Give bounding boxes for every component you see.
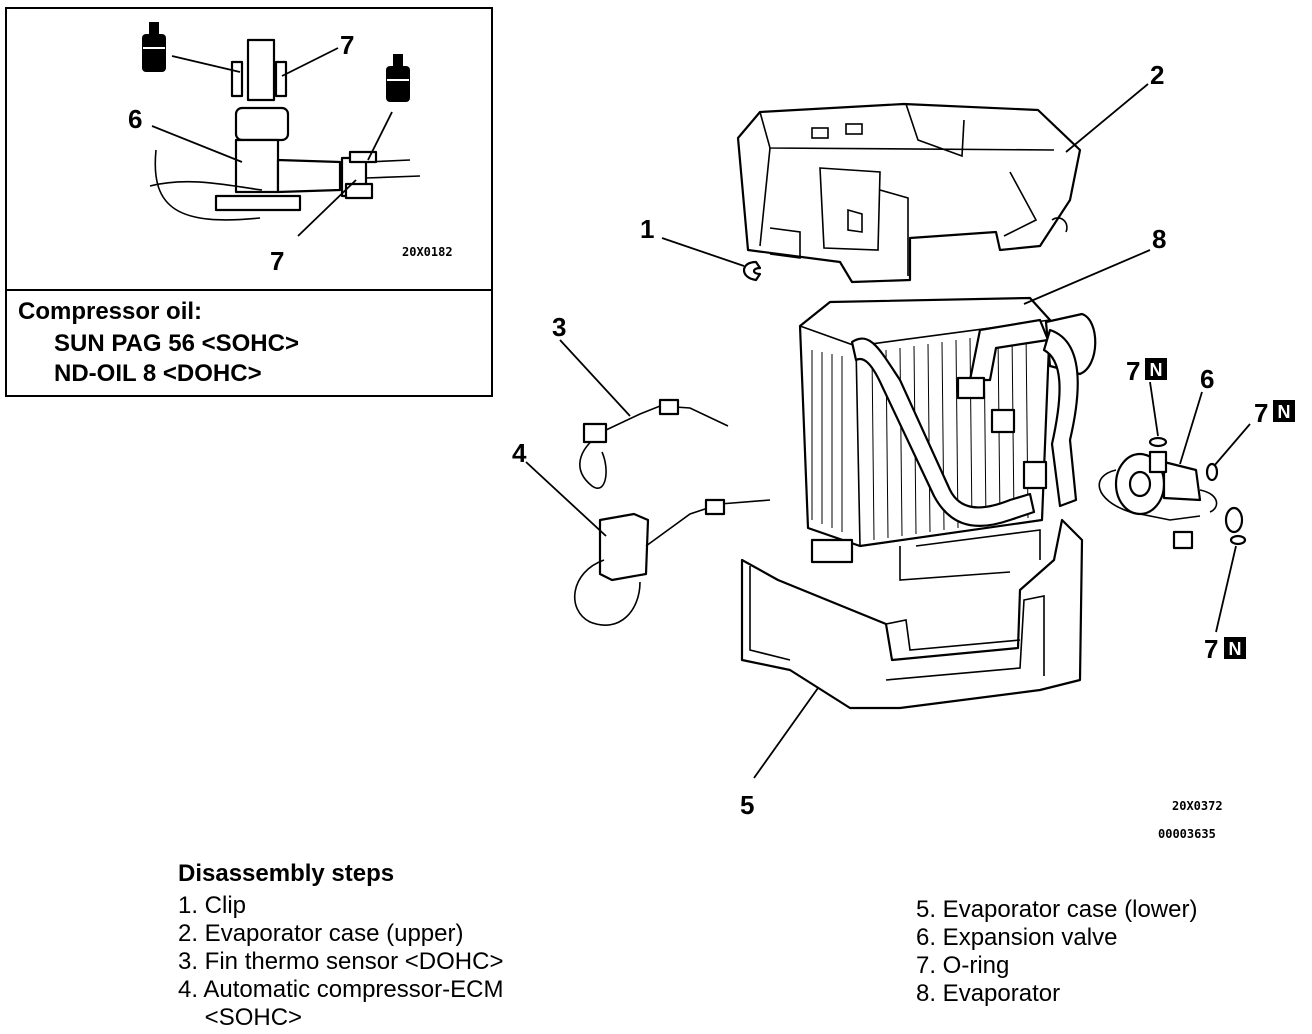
step-item: 2. Evaporator case (upper) <box>178 920 464 947</box>
new-part-mark-text: N <box>1150 360 1163 380</box>
fin-thermo-sensor <box>579 398 729 489</box>
callout-1: 1 <box>640 214 654 244</box>
expansion-valve <box>1098 450 1244 550</box>
automatic-compressor-ecm <box>574 498 771 626</box>
step-item: 6. Expansion valve <box>916 924 1118 951</box>
callout-3: 3 <box>552 312 566 342</box>
figure-id: 00003635 <box>1158 827 1216 841</box>
callout-5: 5 <box>740 790 754 820</box>
evaporator-core <box>798 296 1097 564</box>
figure-code: 20X0372 <box>1172 799 1223 813</box>
callout-8: 8 <box>1152 224 1166 254</box>
inset-callout-7-top: 7 <box>340 30 354 60</box>
clip <box>742 260 762 282</box>
step-item: 5. Evaporator case (lower) <box>916 896 1198 923</box>
step-item: 1. Clip <box>178 892 247 919</box>
oil-spec-sohc: SUN PAG 56 <SOHC> <box>54 330 299 357</box>
oil-bottle-icon <box>386 54 410 102</box>
callout-7-right: 7 <box>1254 398 1268 428</box>
callout-7-bottom: 7 <box>1204 634 1218 664</box>
oil-spec-dohc: ND-OIL 8 <DOHC> <box>54 360 262 387</box>
evaporator-case-lower <box>740 518 1084 710</box>
oil-bottle-icon <box>142 22 166 72</box>
callout-7-left: 7 <box>1126 356 1140 386</box>
step-item: 8. Evaporator <box>916 980 1061 1007</box>
new-part-mark-icon <box>1145 358 1167 380</box>
inset-figure-code: 20X0182 <box>402 245 453 259</box>
inset-callout-7-bottom: 7 <box>270 246 284 276</box>
new-part-mark-icon <box>1273 400 1295 422</box>
inset-expansion-valve <box>149 38 421 221</box>
evaporator-case-upper <box>736 102 1082 284</box>
compressor-oil-note: Compressor oil: SUN PAG 56 <SOHC> ND-OIL… <box>8 292 492 396</box>
o-ring <box>1229 534 1247 546</box>
new-part-mark-text: N <box>1229 639 1242 659</box>
step-item: 7. O-ring <box>916 952 1010 979</box>
compressor-oil-title: Compressor oil: <box>18 298 203 325</box>
callout-4: 4 <box>512 438 527 468</box>
step-item: <SOHC> <box>178 1004 303 1031</box>
disassembly-steps-title: Disassembly steps <box>178 860 395 887</box>
new-part-mark-icon <box>1224 637 1246 659</box>
step-item: 3. Fin thermo sensor <DOHC> <box>178 948 504 975</box>
callout-2: 2 <box>1150 60 1164 90</box>
inset-callout-6: 6 <box>128 104 142 134</box>
new-part-mark-text: N <box>1278 402 1291 422</box>
step-item: 4. Automatic compressor-ECM <box>178 976 504 1003</box>
callout-6: 6 <box>1200 364 1214 394</box>
o-ring <box>1148 436 1168 448</box>
o-ring <box>1205 462 1219 482</box>
